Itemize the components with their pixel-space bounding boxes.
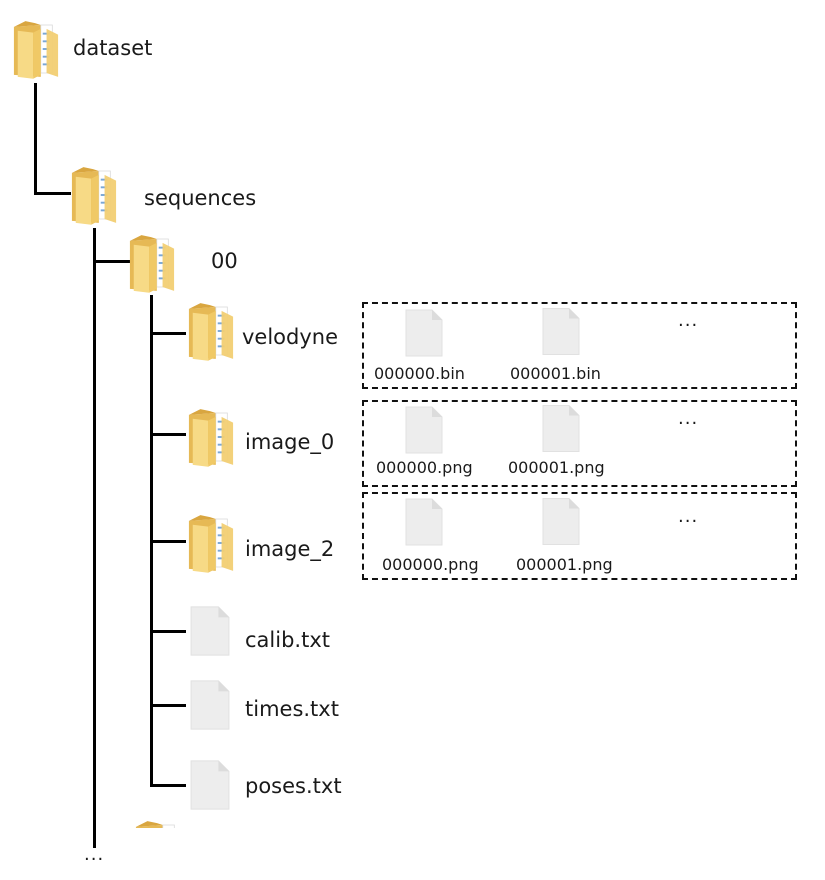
file-icon [541, 304, 581, 359]
connector-poses [150, 784, 186, 787]
node-label: image_2 [245, 537, 335, 561]
image-0-contents-box [362, 400, 797, 487]
file-icon [541, 494, 581, 549]
folder-icon [70, 164, 118, 226]
more-sequences-indicator: ... [84, 844, 105, 865]
connector-sequences-vertical [93, 228, 96, 848]
file-label: 000000.png [376, 458, 473, 477]
file-icon [404, 307, 444, 359]
connector-root-horizontal [34, 192, 71, 195]
node-label: velodyne [242, 325, 339, 349]
file-label: 000001.bin [510, 364, 601, 383]
node-label: dataset [73, 36, 153, 60]
file-icon [189, 758, 231, 812]
node-label: image_0 [245, 430, 335, 454]
node-label: poses.txt [245, 774, 342, 798]
partial-folder-icon [134, 818, 182, 880]
connector-calib [150, 630, 186, 633]
image-2-contents-box [362, 492, 797, 580]
connector-image-0 [150, 433, 186, 436]
node-label: times.txt [245, 697, 339, 721]
node-label: 00 [211, 249, 238, 273]
image-0-more-indicator: ... [678, 408, 699, 429]
file-icon [404, 496, 444, 548]
file-label: 000000.png [382, 555, 479, 574]
file-label: 000001.png [516, 555, 613, 574]
file-icon [541, 401, 581, 456]
folder-icon [187, 406, 235, 468]
velodyne-contents-box [362, 302, 797, 389]
connector-sequences-horizontal [93, 260, 130, 263]
connector-times [150, 704, 186, 707]
folder-icon [187, 512, 235, 574]
image-2-more-indicator: ... [678, 506, 699, 527]
velodyne-more-indicator: ... [678, 310, 699, 331]
folder-icon [12, 18, 60, 80]
connector-velodyne [150, 332, 186, 335]
folder-icon [187, 300, 235, 362]
connector-root-vertical [34, 83, 37, 194]
folder-icon [128, 232, 176, 294]
connector-image-2 [150, 540, 186, 543]
file-icon [189, 604, 231, 658]
node-label: calib.txt [245, 628, 330, 652]
node-label: sequences [144, 186, 257, 210]
file-icon [404, 404, 444, 456]
file-label: 000000.bin [374, 364, 465, 383]
file-icon [189, 678, 231, 732]
file-label: 000001.png [508, 458, 605, 477]
